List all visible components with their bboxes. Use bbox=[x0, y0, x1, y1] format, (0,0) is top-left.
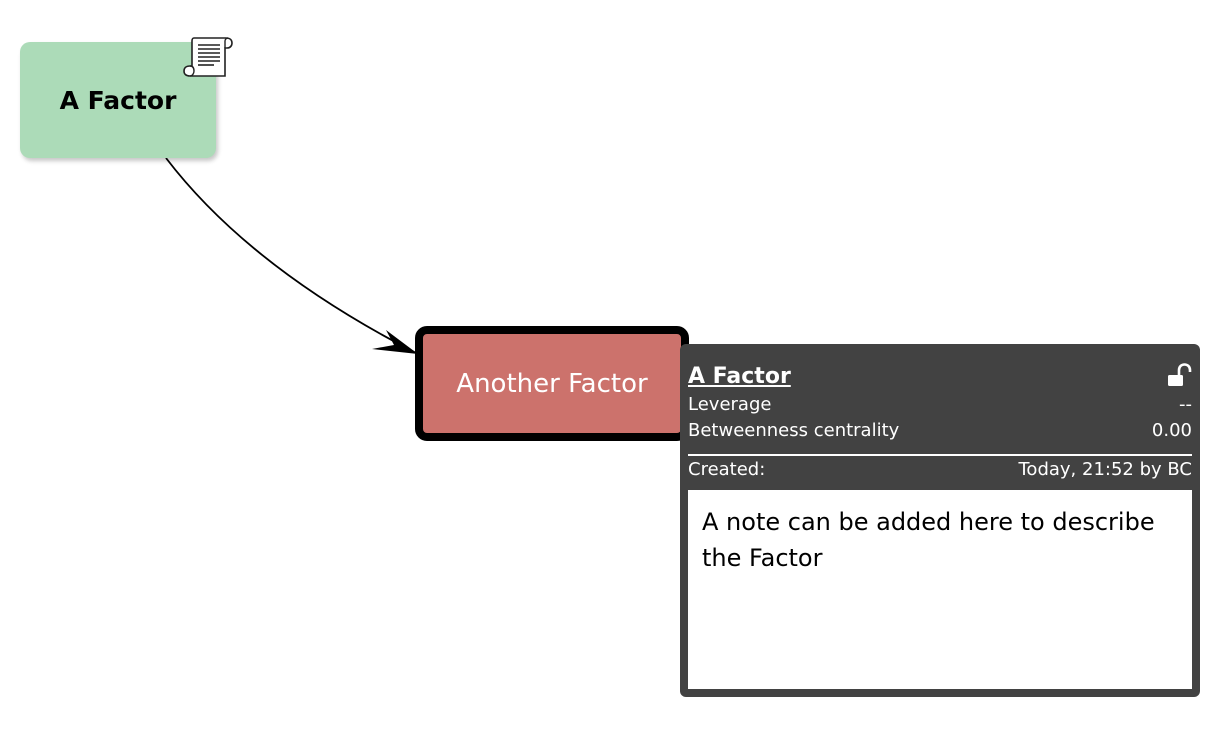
stat-label: Leverage bbox=[688, 394, 772, 415]
panel-divider bbox=[688, 454, 1192, 456]
created-row: Created: Today, 21:52 by BC bbox=[688, 457, 1192, 483]
stat-value: -- bbox=[1179, 394, 1192, 415]
factor-node-label: Another Factor bbox=[456, 368, 648, 399]
created-label: Created: bbox=[688, 459, 766, 480]
factor-node-another-factor[interactable]: Another Factor bbox=[415, 326, 689, 441]
factor-note-editor[interactable]: A note can be added here to describe the… bbox=[688, 490, 1192, 689]
panel-factor-title[interactable]: A Factor bbox=[688, 363, 791, 389]
unlocked-padlock-icon[interactable] bbox=[1166, 363, 1192, 389]
factor-info-panel: A Factor Leverage -- Betweenness central… bbox=[680, 344, 1200, 697]
stat-label: Betweenness centrality bbox=[688, 420, 900, 441]
factor-node-a-factor[interactable]: A Factor bbox=[20, 42, 216, 158]
stat-row-betweenness: Betweenness centrality 0.00 bbox=[688, 418, 1192, 444]
stat-row-leverage: Leverage -- bbox=[688, 392, 1192, 418]
factor-node-label: A Factor bbox=[59, 85, 177, 115]
edge-a-to-another[interactable] bbox=[165, 157, 419, 355]
scroll-note-icon[interactable] bbox=[182, 32, 234, 84]
created-value: Today, 21:52 by BC bbox=[1018, 459, 1193, 480]
edge-arrowhead bbox=[372, 330, 418, 354]
stat-value: 0.00 bbox=[1151, 420, 1192, 441]
panel-header: A Factor bbox=[688, 360, 1192, 392]
